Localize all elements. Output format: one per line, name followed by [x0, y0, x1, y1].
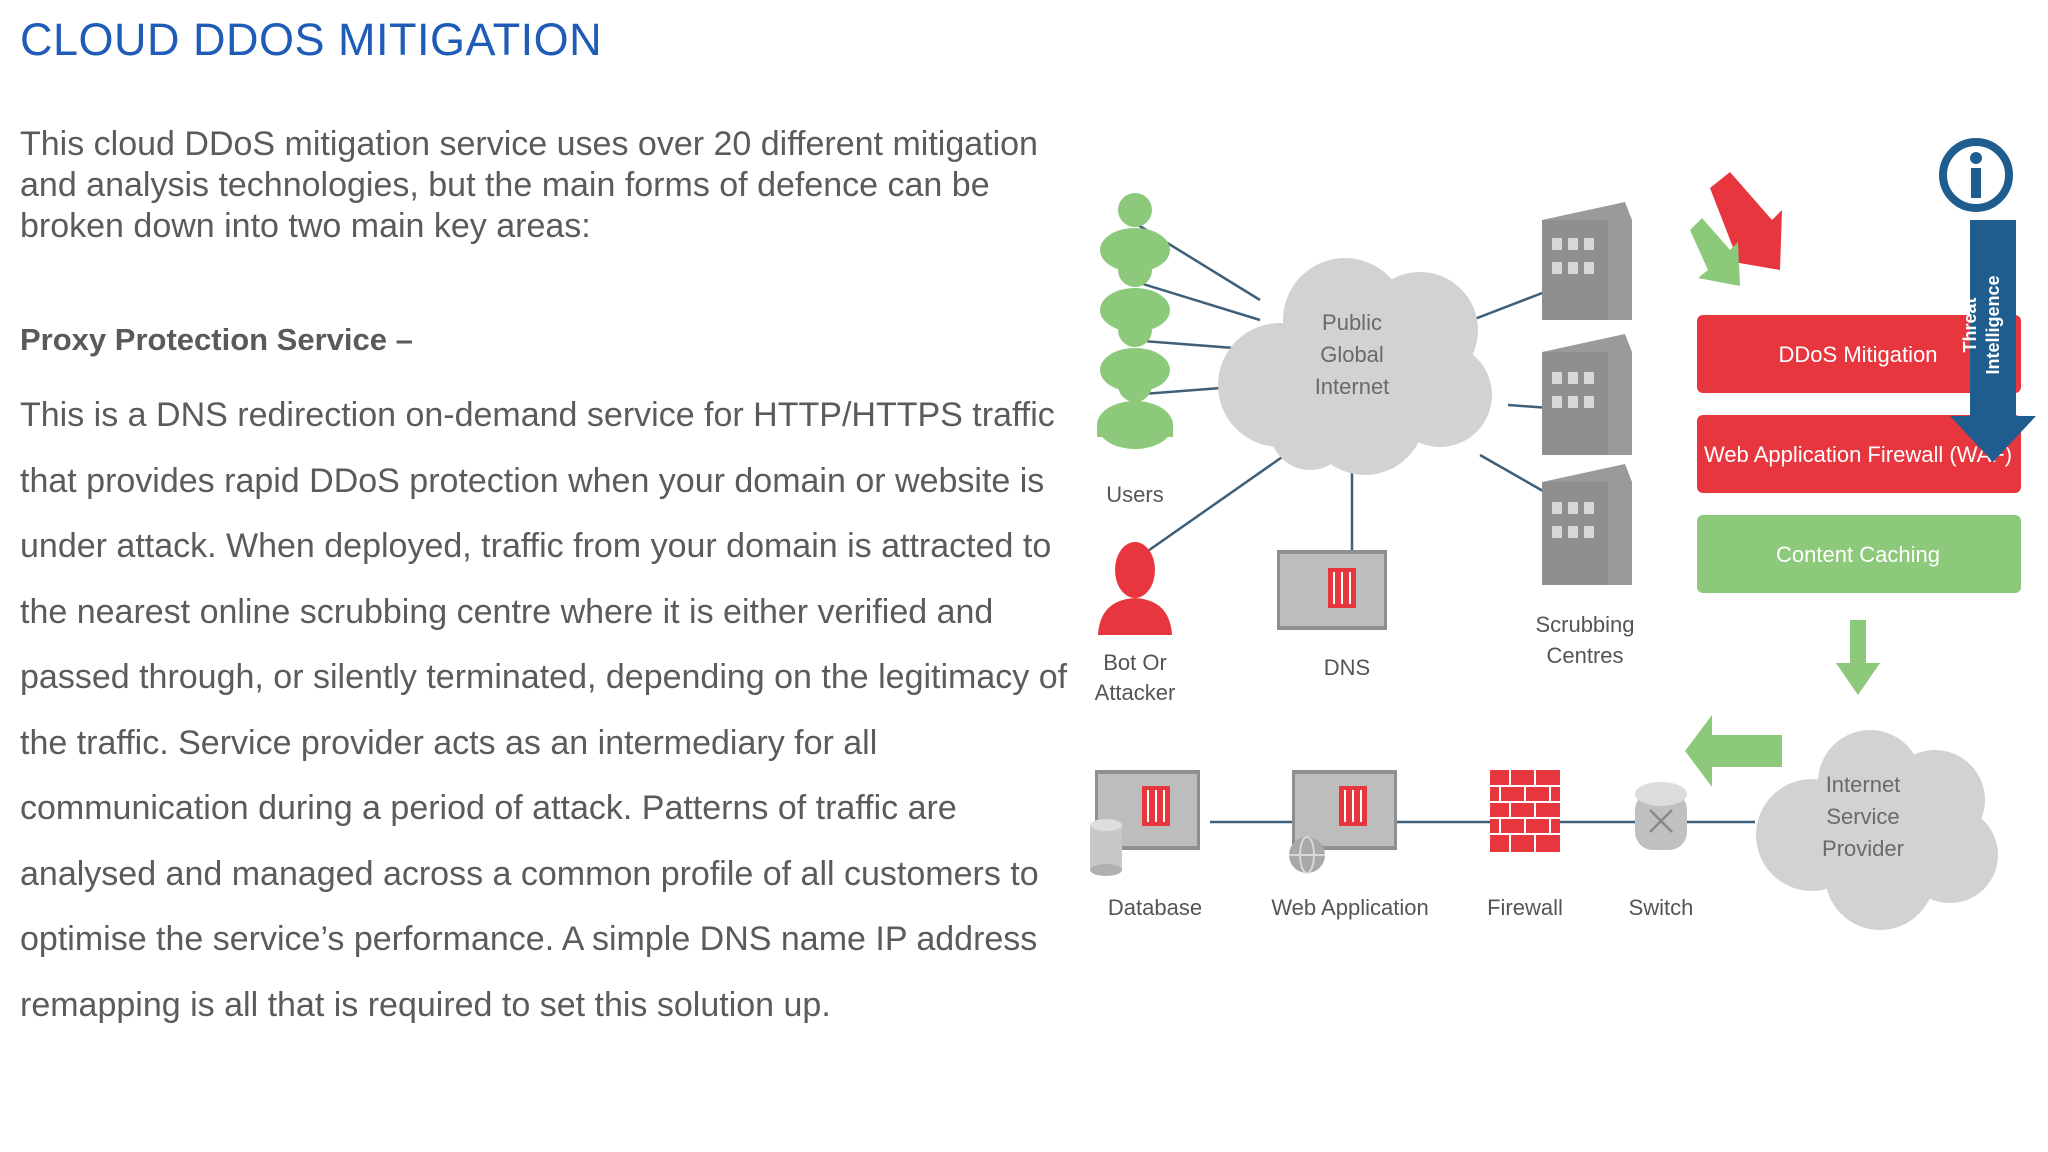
database-label: Database — [1108, 895, 1202, 920]
down-arrow-icon — [1836, 620, 1880, 695]
slide-title: CLOUD DDOS MITIGATION — [20, 14, 603, 65]
intro-paragraph: This cloud DDoS mitigation service uses … — [20, 125, 1038, 245]
public-internet-label-2: Global — [1320, 342, 1384, 367]
attacker-label-line1: Bot Or — [1103, 650, 1167, 675]
left-arrow-icon — [1685, 715, 1782, 787]
waf-box — [1697, 415, 2021, 493]
public-internet-label-3: Internet — [1315, 374, 1390, 399]
ddos-mitigation-box — [1697, 315, 2021, 393]
users-icon — [1097, 193, 1173, 449]
scrubbing-label-line1: Scrubbing — [1535, 612, 1634, 637]
isp-label-2: Service — [1826, 804, 1899, 829]
public-internet-label-1: Public — [1322, 310, 1382, 335]
waf-label: Web Application Firewall (WAF) — [1704, 442, 2012, 467]
body-paragraph: This is a DNS redirection on-demand serv… — [20, 396, 1068, 1024]
isp-cloud — [1756, 730, 1998, 930]
ddos-architecture-diagram: Users Bot Or Attacker Public Global Inte… — [1090, 138, 2036, 930]
isp-label-3: Provider — [1822, 836, 1904, 861]
ddos-mitigation-label: DDoS Mitigation — [1779, 342, 1938, 367]
traffic-arrows-icon — [1690, 172, 1782, 286]
firewall-label: Firewall — [1487, 895, 1563, 920]
scrubbing-centre-icon — [1542, 334, 1632, 455]
threat-intelligence-arrow — [1939, 138, 2036, 462]
dns-label: DNS — [1324, 655, 1370, 680]
web-application-label: Web Application — [1271, 895, 1428, 920]
threat-intelligence-label-2: Intelligence — [1983, 275, 2003, 374]
content-caching-label: Content Caching — [1776, 542, 1940, 567]
scrubbing-label-line2: Centres — [1546, 643, 1623, 668]
user-links — [1129, 218, 1551, 562]
content-caching-box — [1697, 515, 2021, 593]
threat-intelligence-label-1: Threat — [1960, 297, 1980, 352]
dns-server-icon — [1277, 550, 1387, 630]
users-label: Users — [1106, 482, 1163, 507]
attacker-label-line2: Attacker — [1095, 680, 1176, 705]
firewall-icon — [1490, 770, 1560, 852]
info-icon — [1970, 152, 1982, 198]
scrubbing-centre-icon — [1542, 202, 1632, 320]
isp-label-1: Internet — [1826, 772, 1901, 797]
database-cylinder-icon — [1090, 819, 1122, 876]
scrubbing-centre-icon — [1542, 464, 1632, 585]
database-server-icon — [1095, 770, 1200, 850]
section-heading: Proxy Protection Service – — [20, 322, 413, 357]
public-internet-cloud — [1218, 258, 1492, 475]
switch-label: Switch — [1629, 895, 1694, 920]
attacker-icon — [1098, 542, 1172, 635]
globe-icon — [1289, 836, 1325, 874]
web-application-server-icon — [1292, 770, 1397, 850]
switch-icon — [1635, 782, 1687, 850]
